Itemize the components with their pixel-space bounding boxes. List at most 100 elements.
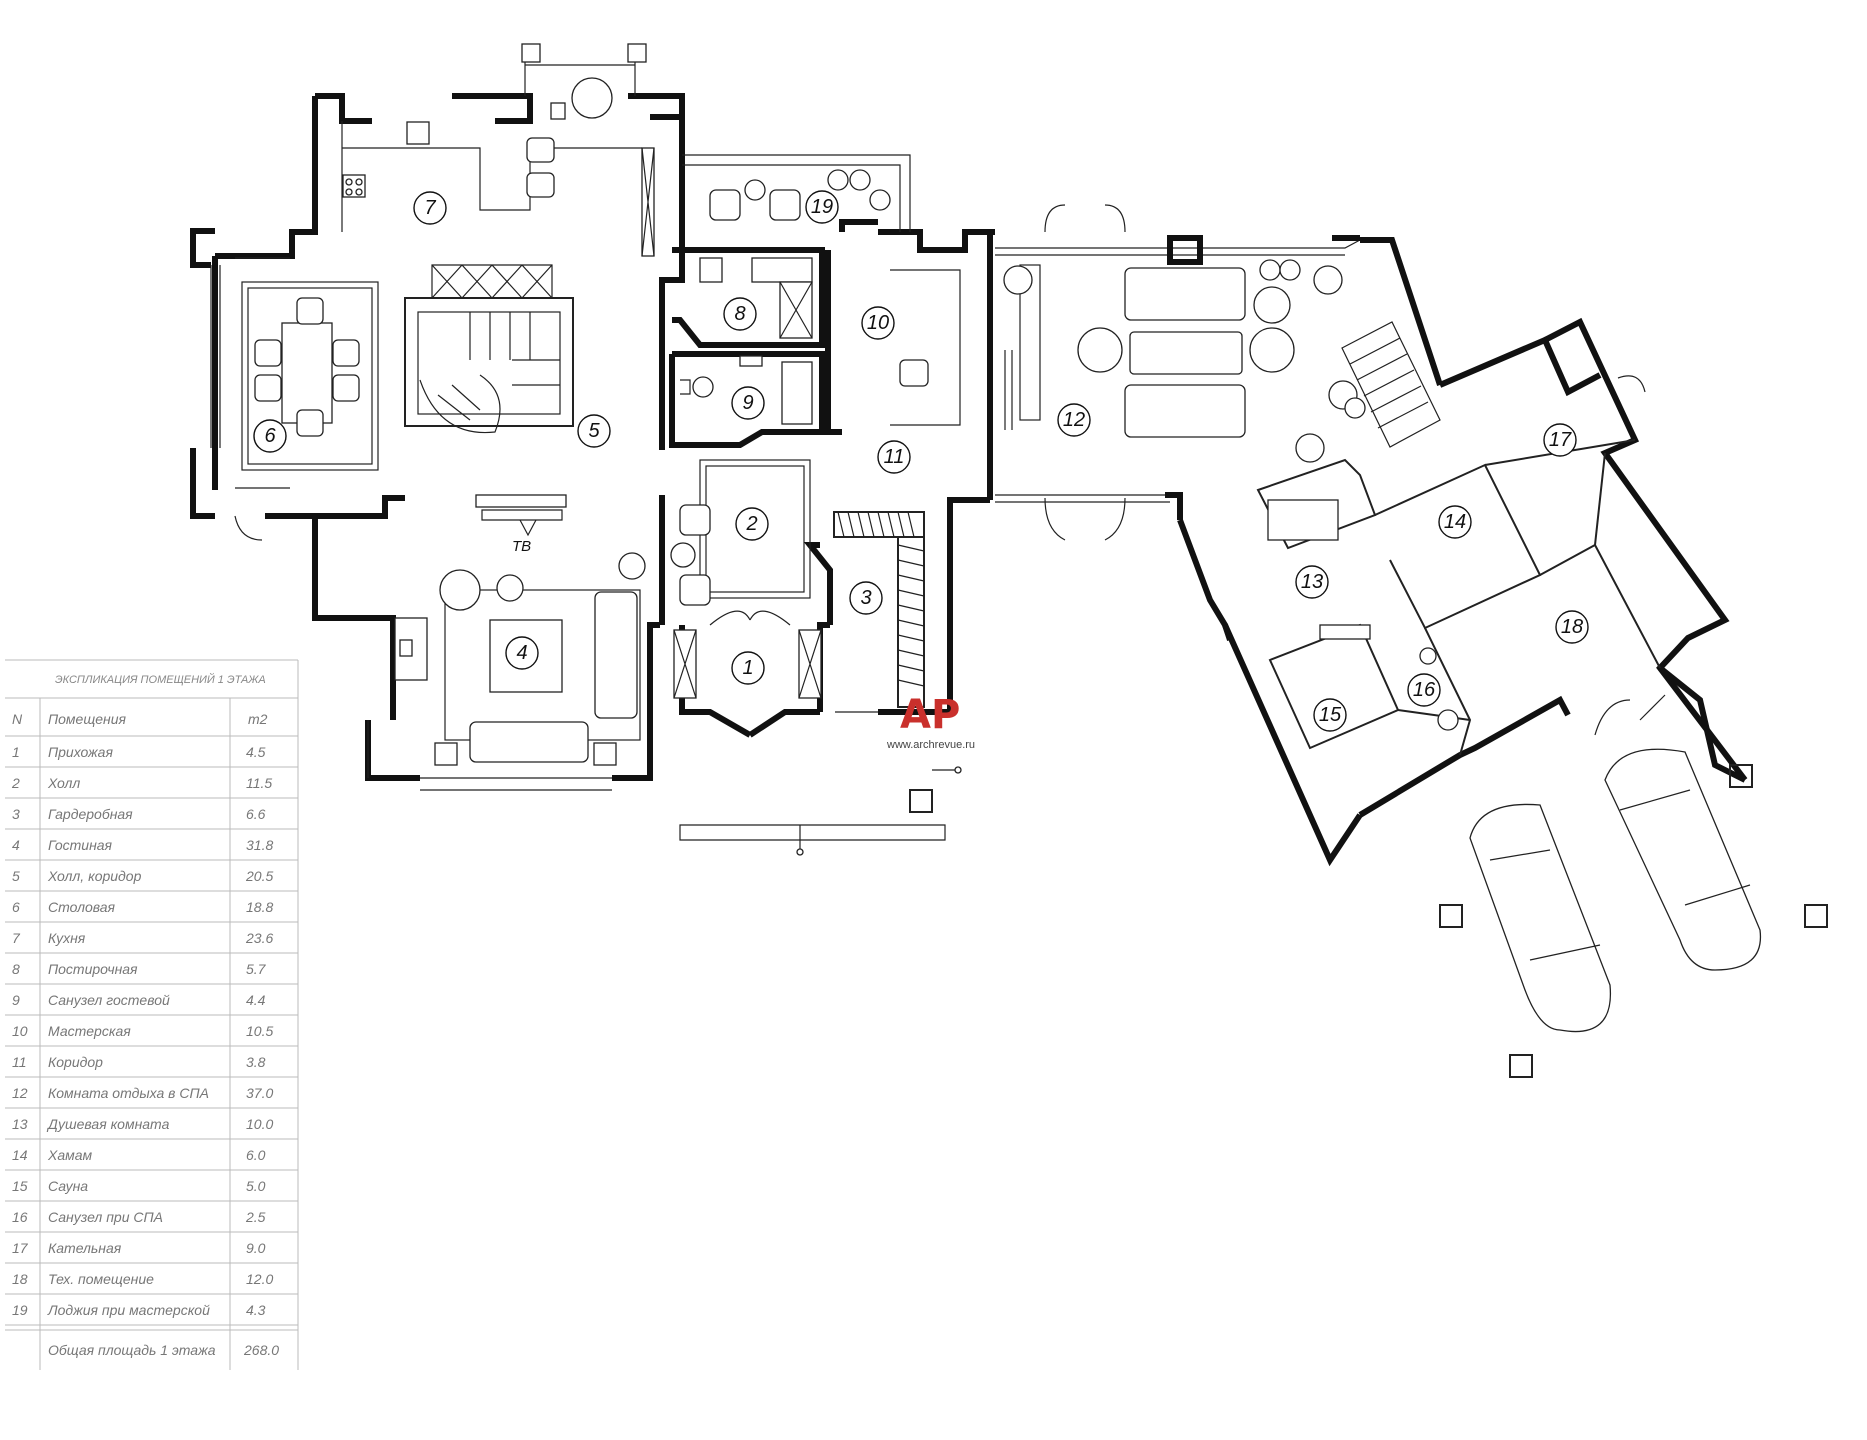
watermark-url: www.archrevue.ru [886,739,975,751]
room-label-number: 10 [867,312,889,334]
room-label-circle [1555,610,1589,644]
schedule-row-number: 5 [12,868,20,884]
main-house-walls [190,93,993,781]
schedule-row-area: 2.5 [245,1209,266,1225]
schedule-row-name: Холл, коридор [47,868,142,884]
room-label-circle [1313,698,1347,732]
room-label-9: 9 [731,386,765,420]
room-label-circle [735,507,769,541]
schedule-row-name: Сауна [48,1178,88,1194]
room-label-circle [577,414,611,448]
room-label-number: 7 [424,197,436,219]
room-label-5: 5 [577,414,611,448]
schedule-row-name: Кательная [48,1240,122,1256]
room-label-19: 19 [805,190,839,224]
schedule-row-area: 10.5 [246,1023,273,1039]
room-label-circle [877,440,911,474]
schedule-row-area: 4.4 [246,992,266,1008]
room-label-circle [723,297,757,331]
schedule-row-name: Кухня [48,930,86,946]
schedule-row-area: 5.7 [246,961,267,977]
spa-stairs [1341,321,1441,448]
schedule-row-name: Лоджия при мастерской [47,1302,210,1318]
schedule-row-area: 37.0 [246,1085,273,1101]
room-label-12: 12 [1057,403,1091,437]
schedule-row-area: 10.0 [246,1116,273,1132]
windows [210,43,1013,841]
room-label-14: 14 [1438,505,1472,539]
room-label-number: 2 [745,513,757,535]
schedule-col-area: m2 [248,711,268,727]
schedule-row-area: 5.0 [246,1178,266,1194]
schedule-row-number: 19 [12,1302,28,1318]
room-label-number: 6 [264,425,276,447]
schedule-row-area: 11.5 [246,775,272,791]
schedule-row-area: 9.0 [246,1240,266,1256]
schedule-row-number: 12 [12,1085,28,1101]
schedule-row-name: Холл [47,775,80,791]
room-label-number: 4 [516,642,527,664]
room-label-6: 6 [253,419,287,453]
room-label-number: 8 [734,303,745,325]
schedule-row-number: 4 [12,837,20,853]
schedule-row-name: Постирочная [48,961,138,977]
schedule-row-area: 4.3 [246,1302,266,1318]
schedule-row-name: Тех. помещение [48,1271,154,1287]
schedule-row-name: Гардеробная [48,806,133,822]
plants [1003,265,1366,463]
schedule-row-area: 20.5 [245,868,273,884]
schedule-row-area: 3.8 [246,1054,266,1070]
schedule-row-area: 18.8 [246,899,273,915]
room-schedule: ЭКСПЛИКАЦИЯ ПОМЕЩЕНИЙ 1 ЭТАЖА N Помещени… [5,659,299,1370]
room-label-16: 16 [1407,673,1441,707]
schedule-row-name: Санузел при СПА [48,1209,163,1225]
schedule-row-number: 15 [12,1178,28,1194]
room-label-11: 11 [877,440,911,474]
schedule-row-number: 10 [12,1023,28,1039]
schedule-row-name: Коридор [48,1054,103,1070]
schedule-row-name: Комната отдыха в СПА [48,1085,209,1101]
schedule-col-n: N [12,711,23,727]
room-label-circle [253,419,287,453]
room-label-number: 15 [1319,704,1342,726]
schedule-row-number: 16 [12,1209,28,1225]
schedule-row-number: 9 [12,992,20,1008]
room-label-number: 16 [1413,679,1436,701]
room-label-number: 1 [742,657,753,679]
schedule-row-number: 2 [11,775,20,791]
door-swings [234,204,1666,736]
room-label-circle [731,651,765,685]
schedule-total-label: Общая площадь 1 этажа [48,1342,216,1358]
schedule-row-number: 18 [12,1271,28,1287]
schedule-row-number: 13 [12,1116,28,1132]
room-label-13: 13 [1295,565,1329,599]
watermark: АР www.archrevue.ru [886,692,975,751]
room-label-17: 17 [1543,423,1577,457]
schedule-row-number: 17 [12,1240,29,1256]
room-label-circle [413,191,447,225]
room-label-number: 17 [1549,429,1572,451]
room-label-circle [861,306,895,340]
room-label-1: 1 [731,651,765,685]
room-label-circle [1295,565,1329,599]
schedule-row-name: Прихожая [48,744,113,760]
schedule-row-area: 12.0 [246,1271,273,1287]
furniture [241,77,1828,1078]
room-label-4: 4 [505,636,539,670]
schedule-row-area: 6.6 [246,806,266,822]
schedule-row-name: Душевая комната [46,1116,170,1132]
schedule-row-name: Столовая [48,899,116,915]
schedule-row-name: Мастерская [48,1023,131,1039]
room-label-number: 19 [811,196,833,218]
room-label-number: 5 [588,420,600,442]
room-label-number: 9 [742,392,753,414]
schedule-row-area: 4.5 [246,744,266,760]
schedule-row-number: 7 [12,930,21,946]
schedule-row-area: 6.0 [246,1147,266,1163]
schedule-row-number: 6 [12,899,20,915]
room-label-circle [1543,423,1577,457]
watermark-logo: АР [900,692,960,738]
